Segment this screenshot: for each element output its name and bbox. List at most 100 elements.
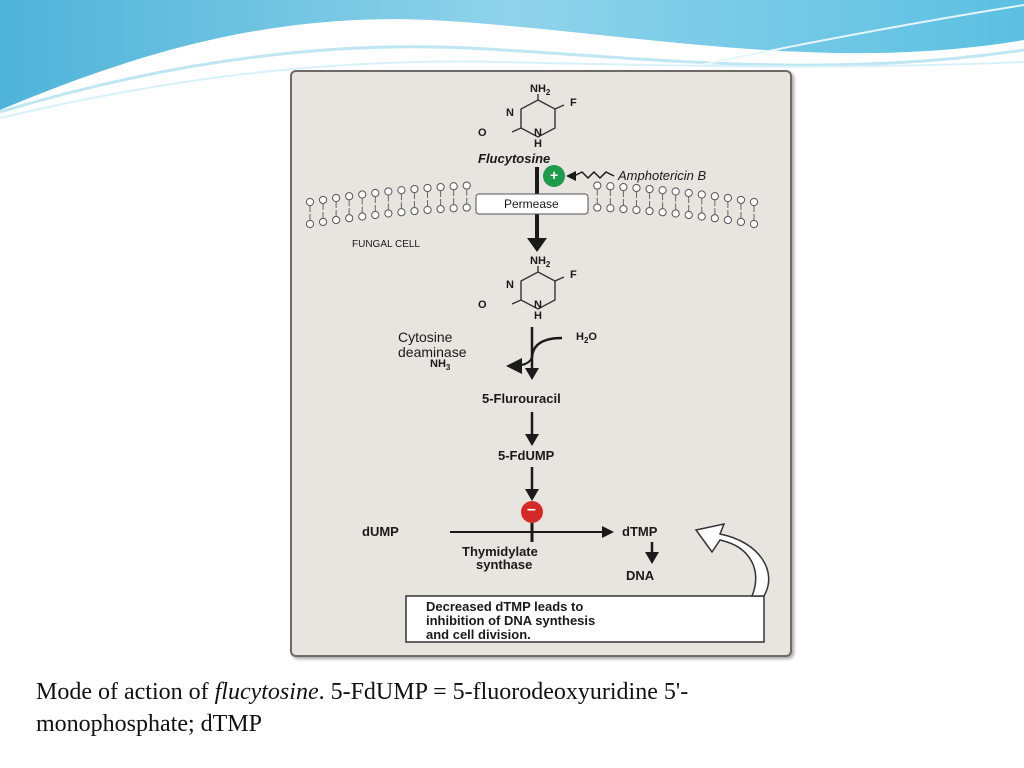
amphotericin-label: Amphotericin B	[618, 168, 707, 183]
lipid-head	[462, 181, 471, 190]
slide-caption: Mode of action of flucytosine. 5-FdUMP =…	[36, 676, 936, 740]
lipid-head	[305, 197, 315, 207]
lipid-head	[384, 187, 393, 196]
ring-nh-label-2: N	[534, 299, 542, 311]
lipid-head	[593, 181, 602, 190]
caption-line-1: . 5-FdUMP = 5-fluorodeoxyuridine 5'-	[318, 679, 689, 705]
dna-label: DNA	[626, 568, 655, 583]
lipid-head	[658, 186, 667, 195]
h2o-label: H2O	[576, 331, 597, 346]
carbonyl-o-label: O	[478, 127, 487, 139]
fungal-membrane	[305, 181, 759, 229]
lipid-head	[449, 204, 458, 213]
ammonia-release-curve	[506, 356, 533, 374]
flucytosine-structure	[511, 94, 565, 138]
note-line-3: and cell division.	[426, 627, 531, 642]
lipid-head	[436, 182, 445, 192]
lipid-head	[606, 182, 615, 191]
lipid-head	[384, 209, 393, 218]
uptake-arrowhead	[527, 238, 547, 252]
diagram-panel: NH2 F N O N H Flucytosine + Amphotericin…	[290, 70, 792, 657]
ring-n-label: N	[506, 107, 514, 119]
lipid-head	[684, 210, 693, 220]
lipid-head	[397, 186, 406, 195]
lipid-head	[358, 212, 367, 221]
lipid-head	[423, 183, 432, 193]
carbonyl-o-label-2: O	[478, 299, 487, 311]
lipid-head	[318, 195, 328, 205]
fluorine-label: F	[570, 97, 577, 109]
lipid-head	[736, 195, 746, 205]
nh2-label: NH2	[530, 83, 551, 98]
note-line-1: Decreased dTMP leads to	[426, 599, 584, 614]
dump-to-dtmp-arrowhead	[602, 526, 614, 538]
lipid-head	[619, 204, 628, 214]
plus-sign-text: +	[550, 167, 559, 183]
note-box	[405, 595, 765, 643]
amphotericin-arrowhead	[566, 171, 576, 181]
inhibition-sign	[521, 501, 543, 523]
lipid-head	[632, 205, 641, 215]
lipid-head	[358, 190, 367, 199]
lipid-head	[410, 184, 419, 194]
lipid-head	[345, 214, 354, 223]
cytosine-label: Cytosine	[398, 329, 453, 345]
lipid-head	[645, 206, 654, 216]
permease-box	[475, 193, 589, 215]
lipid-head	[723, 193, 732, 203]
lipid-head	[749, 219, 759, 229]
lipid-head	[305, 219, 315, 229]
lipid-head	[710, 214, 719, 223]
activation-sign	[543, 165, 565, 187]
synthase-label: synthase	[476, 557, 533, 572]
ring-nh-label: N	[534, 127, 542, 139]
lipid-head	[436, 204, 445, 214]
fluorine-label-2: F	[570, 269, 577, 281]
deaminase-label: deaminase	[398, 344, 467, 360]
lipid-head	[423, 205, 432, 215]
lipid-head	[710, 192, 719, 201]
lipid-head	[749, 197, 759, 207]
dtmp-to-dna-arrowhead	[645, 552, 659, 564]
lipid-head	[410, 206, 419, 216]
lipid-head	[371, 188, 380, 198]
lipid-head	[645, 184, 654, 194]
deamination-arrowhead	[525, 368, 539, 380]
thymidylate-label: Thymidylate	[462, 544, 538, 559]
flucytosine-label: Flucytosine	[478, 151, 551, 166]
amphotericin-link	[573, 170, 615, 180]
caption-line-2: monophosphate; dTMP	[36, 711, 262, 737]
permease-label: Permease	[504, 197, 559, 211]
lipid-head	[371, 210, 380, 220]
ring-h-label-2: H	[534, 310, 542, 322]
fdump-label: 5-FdUMP	[498, 448, 555, 463]
nh3-label: NH3	[430, 358, 451, 373]
lipid-head	[619, 182, 628, 192]
lipid-head	[697, 212, 706, 221]
dtmp-label: dTMP	[622, 524, 658, 539]
lipid-head	[736, 217, 746, 227]
lipid-head	[671, 187, 680, 196]
caption-drug-name: flucytosine	[214, 679, 319, 705]
lipid-head	[684, 188, 693, 198]
lipid-head	[397, 208, 406, 217]
header-wave-banner	[0, 0, 1024, 119]
fu-to-fdump-arrowhead	[525, 434, 539, 446]
fluorouracil-label: 5-Flurouracil	[482, 391, 561, 406]
lipid-head	[345, 192, 354, 201]
lipid-head	[462, 203, 471, 212]
dump-label: dUMP	[362, 524, 399, 539]
mechanism-diagram	[305, 94, 770, 643]
caption-prefix: Mode of action of	[36, 679, 215, 705]
nh2-label-2: NH2	[530, 255, 551, 270]
minus-sign-text: –	[527, 501, 536, 518]
lipid-head	[723, 215, 732, 225]
intracellular-flucytosine-structure	[511, 266, 565, 310]
ring-n-label-2: N	[506, 279, 514, 291]
fdump-to-inhibition-arrowhead	[525, 489, 539, 501]
lipid-head	[606, 204, 615, 213]
ring-h-label: H	[534, 138, 542, 150]
lipid-head	[658, 208, 667, 217]
lipid-head	[697, 190, 706, 199]
note-line-2: inhibition of DNA synthesis	[426, 613, 596, 628]
